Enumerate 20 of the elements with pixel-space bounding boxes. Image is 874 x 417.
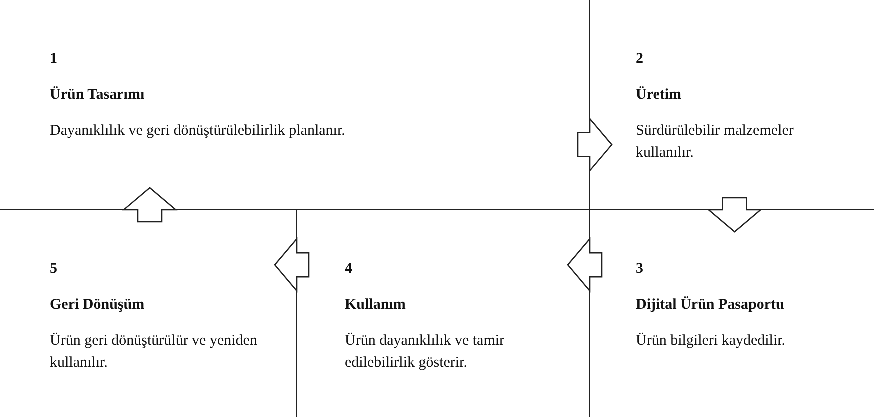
step-title: Geri Dönüşüm — [50, 296, 145, 315]
step-number: 1 — [50, 50, 58, 69]
step-number: 2 — [636, 50, 644, 69]
step-number: 5 — [50, 260, 58, 279]
step-title: Dijital Ürün Pasaportu — [636, 296, 784, 315]
step-number: 4 — [345, 260, 352, 279]
arrow — [122, 187, 178, 223]
arrow — [274, 237, 310, 293]
step-title: Ürün Tasarımı — [50, 86, 145, 105]
arrow — [577, 117, 613, 173]
step-description: Ürün bilgileri kaydedilir. — [636, 332, 786, 351]
arrow — [707, 197, 763, 233]
step-number: 3 — [636, 260, 644, 279]
step-description: Ürün dayanıklılık ve tamir edilebilirlik gösterir. — [345, 332, 506, 373]
step-description: Ürün geri dönüştürülür ve yeniden kullanılır. — [50, 332, 258, 373]
arrow — [567, 237, 603, 293]
step-title: Üretim — [636, 86, 682, 105]
step-description: Sürdürülebilir malzemeler kullanılır. — [636, 122, 795, 163]
step-title: Kullanım — [345, 296, 406, 315]
step-description: Dayanıklılık ve geri dönüştürülebilirlik planlanır. — [50, 122, 346, 141]
